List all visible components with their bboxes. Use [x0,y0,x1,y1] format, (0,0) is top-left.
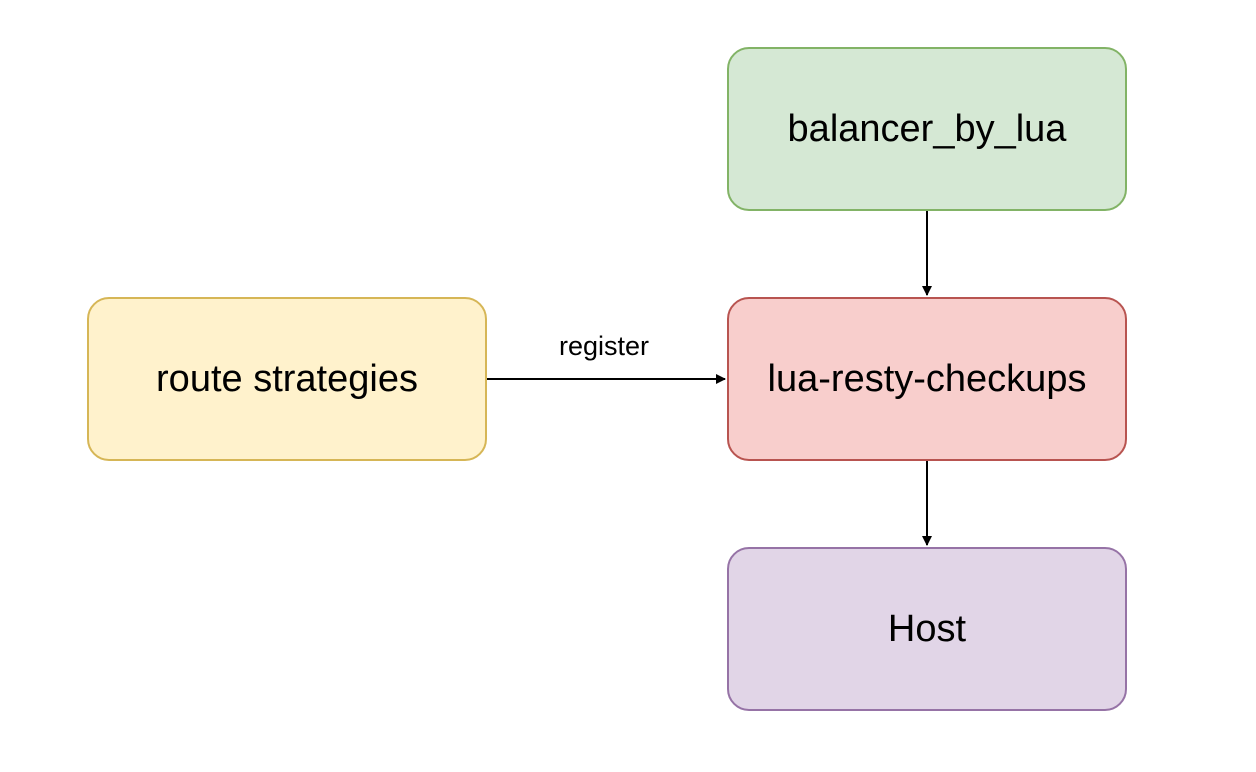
edge-label-register: register [524,331,684,362]
node-balancer-label: balancer_by_lua [787,107,1067,150]
node-host[interactable]: Host [727,547,1127,711]
node-route-label: route strategies [156,357,418,400]
node-lua-resty-checkups[interactable]: lua-resty-checkups [727,297,1127,461]
node-checkups-label: lua-resty-checkups [767,357,1087,400]
node-balancer-by-lua[interactable]: balancer_by_lua [727,47,1127,211]
node-host-label: Host [887,607,967,650]
node-route-strategies[interactable]: route strategies [87,297,487,461]
